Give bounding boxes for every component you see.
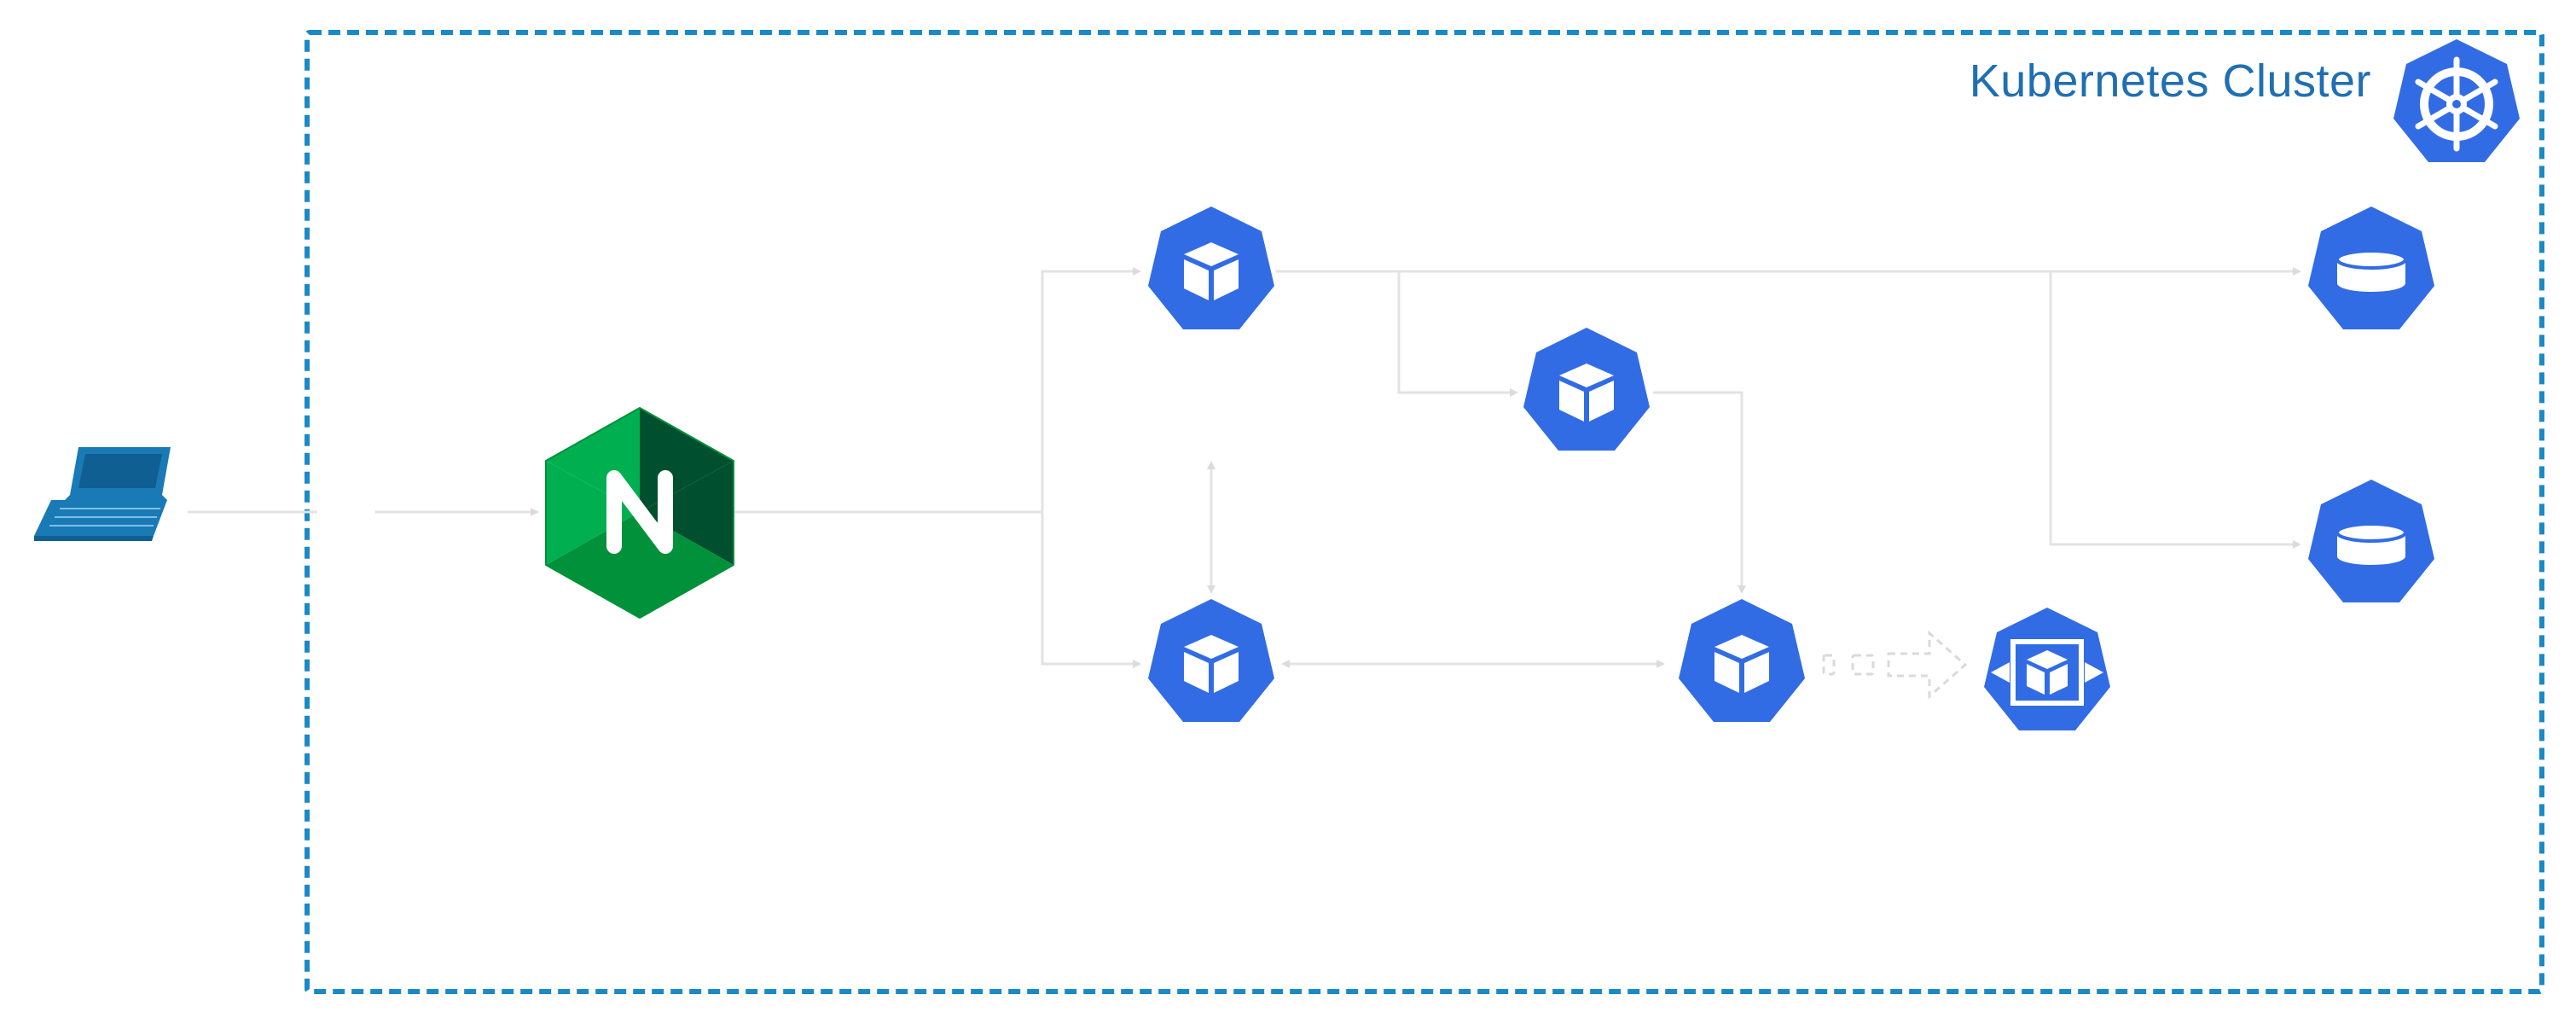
db-top xyxy=(2308,207,2434,329)
database-icon xyxy=(2335,522,2407,565)
laptop-icon xyxy=(34,447,171,541)
kubernetes-helm-icon xyxy=(2393,39,2520,162)
pod-cube-icon xyxy=(1559,364,1614,422)
connectors xyxy=(188,267,2301,668)
connector-pod-middle-to-pod-bottom-right xyxy=(1653,391,1746,594)
connector-split-to-pod-bottom-left xyxy=(1041,512,1141,668)
nginx-icon xyxy=(545,407,734,619)
scaling-arrow xyxy=(1822,630,1968,700)
pod-cube-icon xyxy=(1184,635,1239,693)
connector-to-db-bottom xyxy=(2049,271,2301,549)
pod-cube-icon xyxy=(1184,242,1239,300)
db-bottom xyxy=(2308,480,2434,602)
pod-cube-icon xyxy=(1714,635,1769,693)
scaled-pod xyxy=(1984,608,2110,730)
pod-top xyxy=(1148,207,1274,329)
horizontal-pod-scaling-icon xyxy=(1991,639,2103,706)
connector-pod-top-to-pod-middle xyxy=(1397,271,1518,397)
cluster-label: Kubernetes Cluster xyxy=(1969,55,2371,107)
connector-split-to-pod-top xyxy=(1041,267,1141,512)
database-icon xyxy=(2335,249,2407,292)
pod-bottom-left xyxy=(1148,599,1274,722)
pod-middle xyxy=(1523,328,1650,451)
pod-bottom-right xyxy=(1679,599,1805,722)
